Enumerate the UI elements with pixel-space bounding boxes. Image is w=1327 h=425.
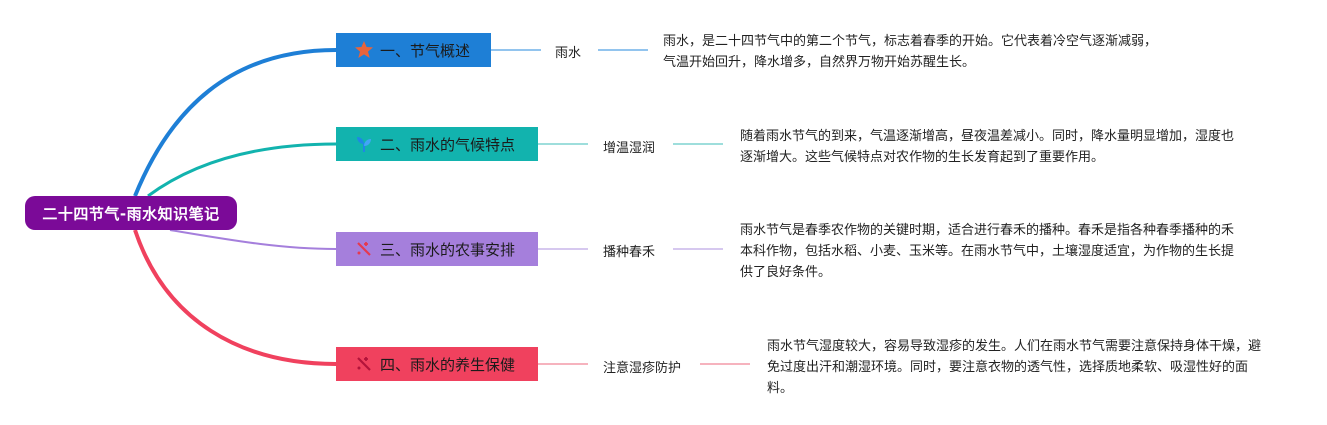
branch-topic-4-label: 四、雨水的养生保健: [380, 355, 516, 374]
subtopic-keyword-2[interactable]: 增温湿润: [603, 141, 656, 156]
branch-topic-1-label: 一、节气概述: [380, 41, 471, 60]
branch-topic-1[interactable]: 一、节气概述: [336, 33, 491, 67]
sparkle-icon: [354, 354, 374, 374]
subtopic-description-3[interactable]: 雨水节气是春季农作物的关键时期，适合进行春禾的播种。春禾是指各种春季播种的禾本科…: [740, 223, 1235, 280]
branch-topic-2-label: 二、雨水的气候特点: [380, 135, 516, 154]
root-topic-label: 二十四节气-雨水知识笔记: [42, 204, 220, 223]
branch-topic-3[interactable]: 三、雨水的农事安排: [336, 232, 538, 266]
branch-topic-2[interactable]: 二、雨水的气候特点: [336, 127, 538, 161]
root-topic[interactable]: 二十四节气-雨水知识笔记: [25, 196, 237, 230]
connector-root-branch-3: [169, 229, 337, 250]
sparkle-icon: [354, 239, 374, 259]
subtopic-description-2[interactable]: 随着雨水节气的到来，气温逐渐增高，昼夜温差减小。同时，降水量明显增加，湿度也逐渐…: [740, 129, 1235, 165]
subtopic-keyword-4[interactable]: 注意湿疹防护: [603, 361, 682, 376]
subtopic-description-1[interactable]: 雨水，是二十四节气中的第二个节气，标志着春季的开始。它代表着冷空气逐渐减弱，气温…: [663, 34, 1158, 70]
sprout-icon: [354, 134, 374, 154]
connector-root-branch-4: [133, 229, 337, 366]
branch-topic-4[interactable]: 四、雨水的养生保健: [336, 347, 538, 381]
subtopic-keyword-3[interactable]: 播种春禾: [603, 245, 656, 260]
branch-topic-3-label: 三、雨水的农事安排: [380, 240, 516, 259]
subtopic-description-4[interactable]: 雨水节气湿度较大，容易导致湿疹的发生。人们在雨水节气需要注意保持身体干燥，避免过…: [767, 339, 1262, 396]
star-icon: [354, 40, 374, 60]
connector-root-branch-2: [147, 142, 337, 198]
subtopic-keyword-1[interactable]: 雨水: [555, 46, 582, 61]
connector-root-branch-1: [133, 48, 337, 197]
